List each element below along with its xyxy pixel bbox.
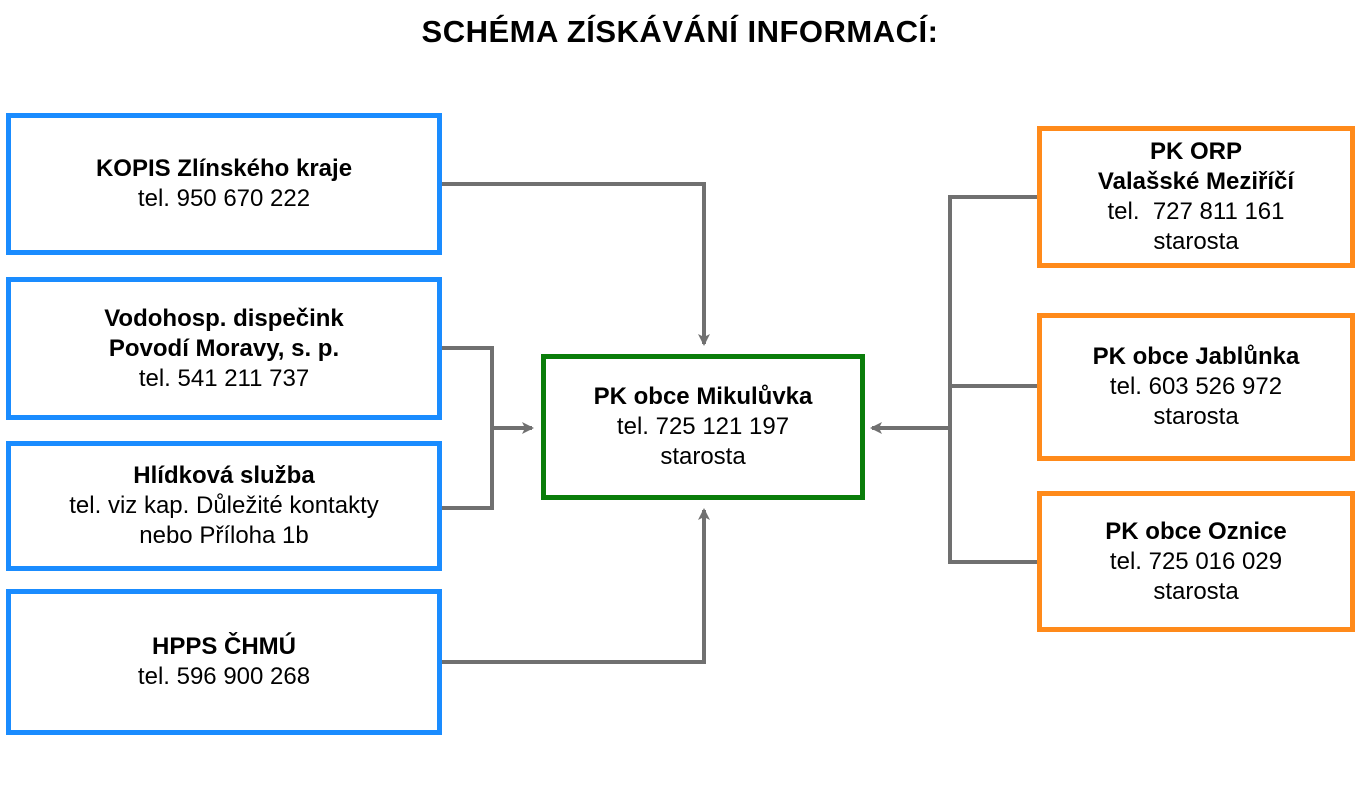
box-name: Valašské Meziříčí: [1097, 168, 1295, 195]
box-name: PK ORP: [1149, 138, 1242, 165]
source-box-hpps: HPPS ČHMÚ tel. 596 900 268: [6, 589, 442, 735]
box-role: starosta: [660, 443, 746, 470]
box-note: nebo Příloha 1b: [139, 522, 309, 549]
box-name: Povodí Moravy, s. p.: [108, 334, 340, 362]
box-role: starosta: [1153, 577, 1239, 605]
box-phone: tel. 725 016 029: [1109, 547, 1283, 575]
box-name: KOPIS Zlínského kraje: [95, 155, 353, 182]
box-phone: tel. 950 670 222: [137, 185, 311, 212]
box-role: starosta: [1153, 228, 1239, 255]
box-phone: tel. 596 900 268: [137, 663, 311, 690]
box-name: HPPS ČHMÚ: [151, 633, 296, 660]
source-box-vodohosp: Vodohosp. dispečink Povodí Moravy, s. p.…: [6, 277, 442, 420]
box-phone: tel. 541 211 737: [138, 364, 310, 392]
source-box-kopis: KOPIS Zlínského kraje tel. 950 670 222: [6, 113, 442, 255]
box-phone: tel. 727 811 161: [1107, 198, 1285, 225]
box-phone: tel. viz kap. Důležité kontakty: [69, 492, 379, 519]
target-box-oznice: PK obce Oznice tel. 725 016 029 starosta: [1037, 491, 1355, 632]
box-phone: tel. 725 121 197: [616, 413, 790, 440]
box-name: PK obce Jablůnka: [1092, 343, 1300, 370]
center-box-mikuluvka: PK obce Mikulůvka tel. 725 121 197 staro…: [541, 354, 865, 500]
box-role: starosta: [1153, 403, 1239, 430]
box-name: Vodohosp. dispečink: [104, 304, 344, 332]
connector-vodohosp: [442, 346, 494, 510]
box-name: PK obce Oznice: [1105, 517, 1287, 545]
connector-kopis: [442, 182, 710, 346]
target-box-jablunka: PK obce Jablůnka tel. 603 526 972 staros…: [1037, 313, 1355, 461]
connector-hpps: [442, 508, 710, 664]
connector-right-bracket: [948, 195, 1038, 564]
source-box-hlidkova: Hlídková služba tel. viz kap. Důležité k…: [6, 441, 442, 571]
box-name: PK obce Mikulůvka: [593, 383, 813, 410]
target-box-orp: PK ORP Valašské Meziříčí tel. 727 811 16…: [1037, 126, 1355, 268]
diagram-title: SCHÉMA ZÍSKÁVÁNÍ INFORMACÍ:: [421, 14, 939, 49]
box-name: Hlídková služba: [133, 462, 315, 489]
box-phone: tel. 603 526 972: [1109, 373, 1283, 400]
